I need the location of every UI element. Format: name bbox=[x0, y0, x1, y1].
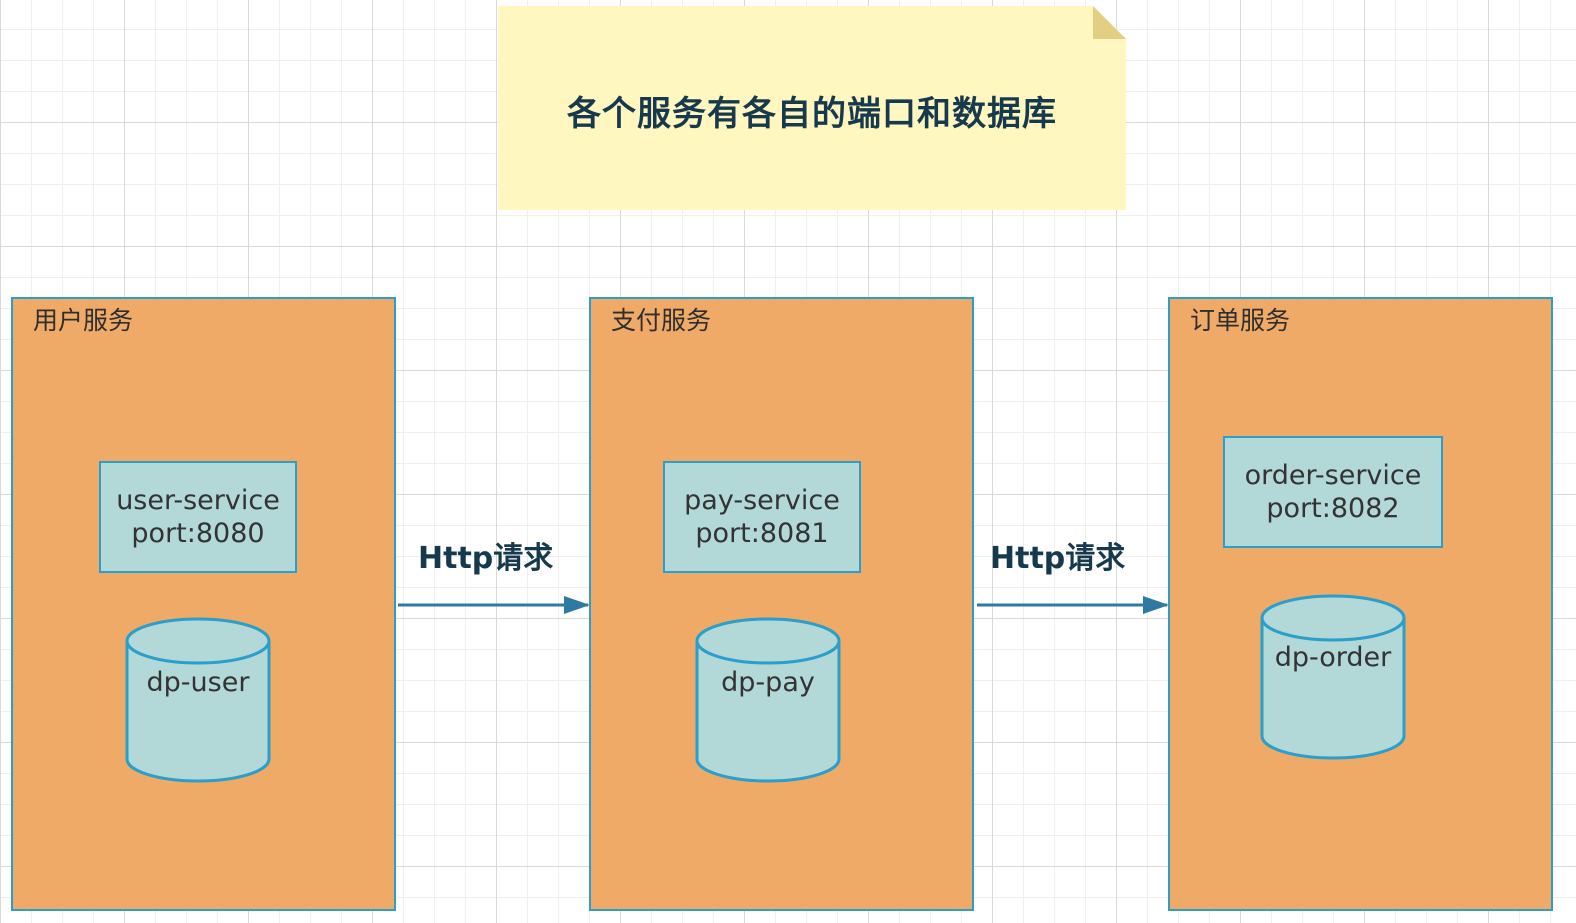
service-name: order-service bbox=[1244, 460, 1422, 491]
service-node-order[interactable]: order-service port:8082 bbox=[1223, 436, 1443, 548]
connection-label: Http请求 bbox=[418, 541, 554, 576]
service-node-pay[interactable]: pay-service port:8081 bbox=[663, 461, 861, 573]
note-title: 各个服务有各自的端口和数据库 bbox=[567, 94, 1057, 134]
database-cylinder-icon bbox=[1260, 594, 1406, 760]
service-container-order[interactable]: 订单服务 order-service port:8082 dp-order bbox=[1168, 297, 1553, 911]
service-name: pay-service bbox=[684, 485, 840, 516]
service-port: port:8082 bbox=[1266, 493, 1400, 524]
service-port: port:8081 bbox=[695, 518, 829, 549]
database-order[interactable]: dp-order bbox=[1260, 594, 1406, 760]
service-title: 订单服务 bbox=[1190, 306, 1291, 335]
database-cylinder-icon bbox=[125, 617, 271, 783]
service-container-user[interactable]: 用户服务 user-service port:8080 dp-user bbox=[11, 297, 396, 911]
service-container-pay[interactable]: 支付服务 pay-service port:8081 dp-pay bbox=[589, 297, 974, 911]
service-title: 用户服务 bbox=[33, 306, 134, 335]
database-cylinder-icon bbox=[695, 617, 841, 783]
database-pay[interactable]: dp-pay bbox=[695, 617, 841, 783]
connection-label: Http请求 bbox=[990, 541, 1126, 576]
service-port: port:8080 bbox=[131, 518, 265, 549]
service-title: 支付服务 bbox=[611, 306, 712, 335]
database-label: dp-order bbox=[1274, 642, 1392, 673]
database-label: dp-pay bbox=[721, 667, 815, 698]
service-name: user-service bbox=[116, 485, 280, 516]
sticky-note bbox=[498, 6, 1126, 210]
database-label: dp-user bbox=[146, 667, 250, 698]
service-node-user[interactable]: user-service port:8080 bbox=[99, 461, 297, 573]
database-user[interactable]: dp-user bbox=[125, 617, 271, 783]
